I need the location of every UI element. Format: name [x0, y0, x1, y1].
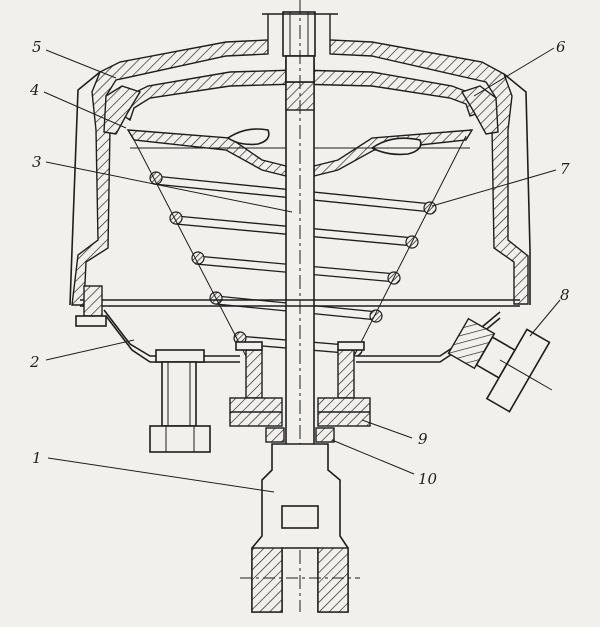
callout-9: 9	[418, 430, 428, 448]
upper-housing	[69, 11, 531, 306]
flange-joint	[75, 285, 520, 327]
callout-10: 10	[418, 470, 438, 488]
callout-4: 4	[29, 81, 40, 99]
air-inlet-fitting	[447, 317, 553, 413]
callout-8: 8	[560, 286, 570, 304]
push-rod	[285, 0, 315, 612]
mounting-stud	[149, 349, 211, 453]
callout-1: 1	[32, 449, 42, 467]
clevis-fork	[240, 443, 360, 613]
callout-2: 2	[29, 353, 40, 371]
callout-6: 6	[556, 38, 566, 56]
callout-7: 7	[560, 160, 570, 178]
seal-pack	[229, 397, 371, 427]
lock-nut	[265, 427, 335, 443]
callout-3: 3	[32, 153, 42, 171]
leader-lines	[43, 47, 561, 493]
push-plate	[126, 128, 474, 177]
callout-5: 5	[32, 38, 42, 56]
